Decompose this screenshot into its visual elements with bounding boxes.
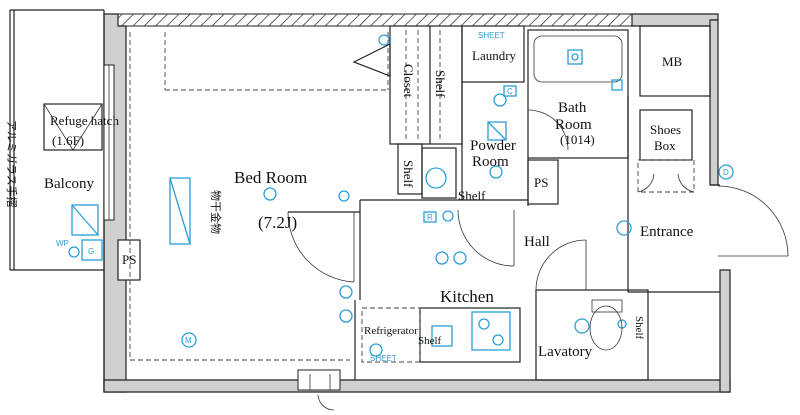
- ceiling-light-icon: [616, 220, 632, 236]
- hall-label: Hall: [524, 234, 550, 250]
- shoes-box-label-2: Box: [654, 138, 676, 153]
- powder-room-label: Powder: [470, 138, 516, 154]
- waterproof-outlet-icon: [68, 246, 80, 258]
- balcony-label: Balcony: [44, 176, 94, 192]
- refuge-hatch: [43, 103, 103, 151]
- washer-space-icon: [71, 204, 99, 236]
- laundry-label: Laundry: [472, 48, 517, 63]
- mb-label: MB: [662, 54, 683, 69]
- light-fixture-icon: [442, 210, 454, 222]
- bath-fan-icon: [567, 49, 583, 65]
- bedroom-size: (7.2J): [258, 213, 297, 232]
- sink-icon: [431, 325, 453, 347]
- ceiling-light-icon: [453, 251, 467, 265]
- shoes-box-label: Shoes: [650, 122, 681, 137]
- bath-room-label: Bath: [558, 100, 587, 116]
- light-fixture-icon: [489, 165, 503, 179]
- svg-text:SHEET: SHEET: [478, 31, 505, 40]
- closet-label: Closet: [401, 64, 416, 98]
- aircon-icon: [169, 177, 191, 245]
- room-labels: Refuge hatch (1.6F) Balcony アルミガラス手摺 PS …: [5, 48, 694, 360]
- ceiling-light-icon: [574, 318, 590, 334]
- shelf-lavatory-label: Shelf: [633, 316, 645, 340]
- light-fixture-icon: [339, 309, 353, 323]
- ps-left-label: PS: [122, 252, 136, 267]
- svg-text:C: C: [507, 87, 513, 96]
- bath-controller-icon: [611, 79, 623, 91]
- light-fixture-icon: [338, 190, 350, 202]
- light-fixture-icon: [493, 93, 507, 107]
- interior-walls: [117, 25, 720, 391]
- outlet-m-icon: [181, 332, 197, 348]
- light-fixture-icon: [378, 34, 390, 46]
- bath-room-label-2: Room: [555, 117, 592, 133]
- refrigerator-label: Refrigerator: [364, 325, 418, 337]
- vent-icon: [487, 121, 507, 141]
- toilet-icon: [589, 305, 623, 351]
- equipment-symbols: C R D M SHEET G WP SHEET: [56, 31, 734, 363]
- refuge-hatch-label: Refuge hatch: [50, 113, 119, 128]
- door-swings: [287, 109, 789, 411]
- powder-room-label-2: Room: [472, 154, 509, 170]
- ps-center-label: PS: [534, 175, 548, 190]
- lavatory-label: Lavatory: [538, 344, 593, 360]
- light-fixture-icon: [339, 285, 353, 299]
- kitchen-label: Kitchen: [440, 287, 494, 306]
- stove-icon: [471, 311, 511, 351]
- svg-text:WP: WP: [56, 239, 69, 248]
- svg-text:M: M: [185, 336, 192, 345]
- ceiling-light-icon: [435, 251, 449, 265]
- shelf-closet-label: Shelf: [433, 70, 448, 98]
- refuge-hatch-size: (1.6F): [52, 133, 84, 148]
- hanger-note: 物干金物: [209, 190, 223, 234]
- outlet-r-icon: [423, 211, 437, 223]
- shelf-small-label: Shelf: [458, 188, 486, 203]
- svg-text:G: G: [88, 247, 94, 256]
- outer-walls: [9, 9, 731, 393]
- bath-room-size: (1014): [560, 132, 595, 147]
- gas-meter-icon: [81, 239, 103, 261]
- shelf-powder-label: Shelf: [401, 160, 416, 188]
- svg-text:R: R: [427, 213, 433, 222]
- balcony-railing-note: アルミガラス手摺: [5, 120, 19, 208]
- bedroom-label: Bed Room: [234, 168, 307, 187]
- shelf-kitchen-label: Shelf: [418, 335, 442, 347]
- ceiling-light-icon: [263, 187, 277, 201]
- outlet-d-icon: [718, 164, 734, 180]
- entrance-label: Entrance: [640, 224, 694, 240]
- washbasin-icon: [425, 167, 447, 189]
- svg-text:D: D: [723, 168, 729, 177]
- outlet-c-icon: [503, 85, 517, 97]
- svg-text:SHEET: SHEET: [370, 354, 397, 363]
- light-fixture-icon: [369, 343, 383, 357]
